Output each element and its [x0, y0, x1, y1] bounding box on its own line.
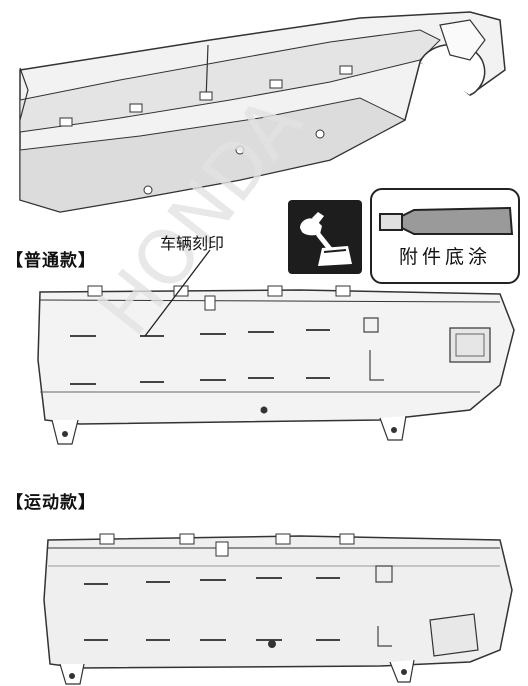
primer-tube-icon	[379, 206, 514, 235]
vehicle-marking-label: 车辆刻印	[160, 234, 225, 253]
standard-variant-label: 【普通款】	[6, 251, 96, 271]
primer-callout-box: 附件底涂	[370, 188, 520, 284]
hand-applying-primer-icon	[288, 200, 362, 274]
primer-label: 附件底涂	[398, 246, 491, 268]
sport-variant-label: 【运动款】	[6, 493, 96, 513]
watermark-text: HONDA	[81, 81, 319, 351]
